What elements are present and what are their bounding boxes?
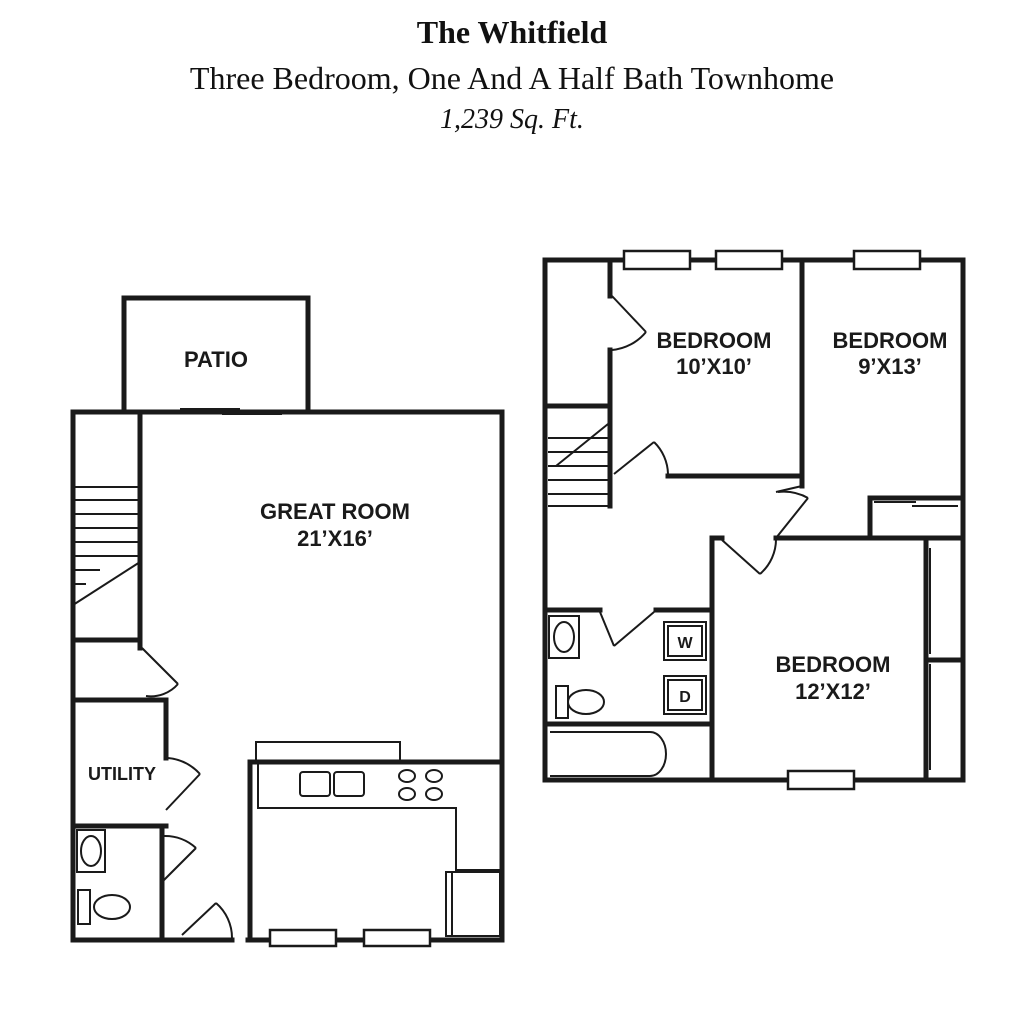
bedroom-2-label: BEDROOM [833, 328, 948, 353]
bedroom-3-size: 12’X12’ [795, 679, 871, 704]
window [268, 928, 338, 948]
sliding-door [180, 408, 282, 415]
closet [70, 637, 179, 703]
washer [663, 621, 707, 661]
washer-label: W [677, 635, 693, 652]
bedroom-12x12 [709, 485, 966, 783]
second-floor: W D BEDROOM 10’X10’ BEDROOM 9’X13’ BEDRO… [542, 249, 966, 791]
bedroom-3-label: BEDROOM [776, 652, 891, 677]
window [714, 249, 784, 271]
window [622, 249, 692, 271]
bath-toilet-tank [555, 685, 569, 719]
bedroom-1-size: 10’X10’ [676, 354, 752, 379]
plan-subtitle: Three Bedroom, One And A Half Bath Townh… [189, 60, 835, 96]
kitchen [247, 741, 505, 943]
kitchen-sink-right [333, 771, 365, 797]
bedroom-1-label: BEDROOM [657, 328, 772, 353]
first-floor-stairs [70, 409, 143, 643]
dryer-label: D [679, 689, 691, 706]
dryer [663, 675, 707, 715]
utility-label: UTILITY [88, 764, 156, 784]
bathtub [550, 731, 668, 777]
half-bath [76, 823, 197, 943]
window [852, 249, 922, 271]
plan-title: The Whitfield [416, 14, 608, 50]
sink [76, 829, 106, 873]
toilet-tank [77, 889, 91, 925]
bathroom: W D [542, 607, 715, 777]
great-room-label: GREAT ROOM [260, 499, 410, 524]
bedroom-2-size: 9’X13’ [858, 354, 922, 379]
square-footage: 1,239 Sq. Ft. [440, 104, 584, 135]
bath-sink [548, 615, 580, 659]
kitchen-bar [255, 741, 401, 763]
refrigerator [445, 871, 501, 937]
kitchen-sink-left [299, 771, 331, 797]
patio-label: PATIO [184, 347, 248, 372]
first-floor-walls [70, 409, 505, 943]
second-floor-stairs [542, 403, 613, 509]
window [362, 928, 432, 948]
entry-door [181, 902, 234, 939]
first-floor: PATIO GREAT ROOM 21’X16’ UTILITY [70, 295, 505, 948]
utility-room [70, 697, 201, 829]
great-room-size: 21’X16’ [297, 526, 373, 551]
patio-outline [121, 295, 311, 415]
toilet-bowl [93, 894, 131, 920]
stove [398, 769, 443, 801]
bedroom-9x13-closet [799, 257, 966, 541]
bath-toilet-bowl [567, 689, 605, 715]
window [786, 769, 856, 791]
